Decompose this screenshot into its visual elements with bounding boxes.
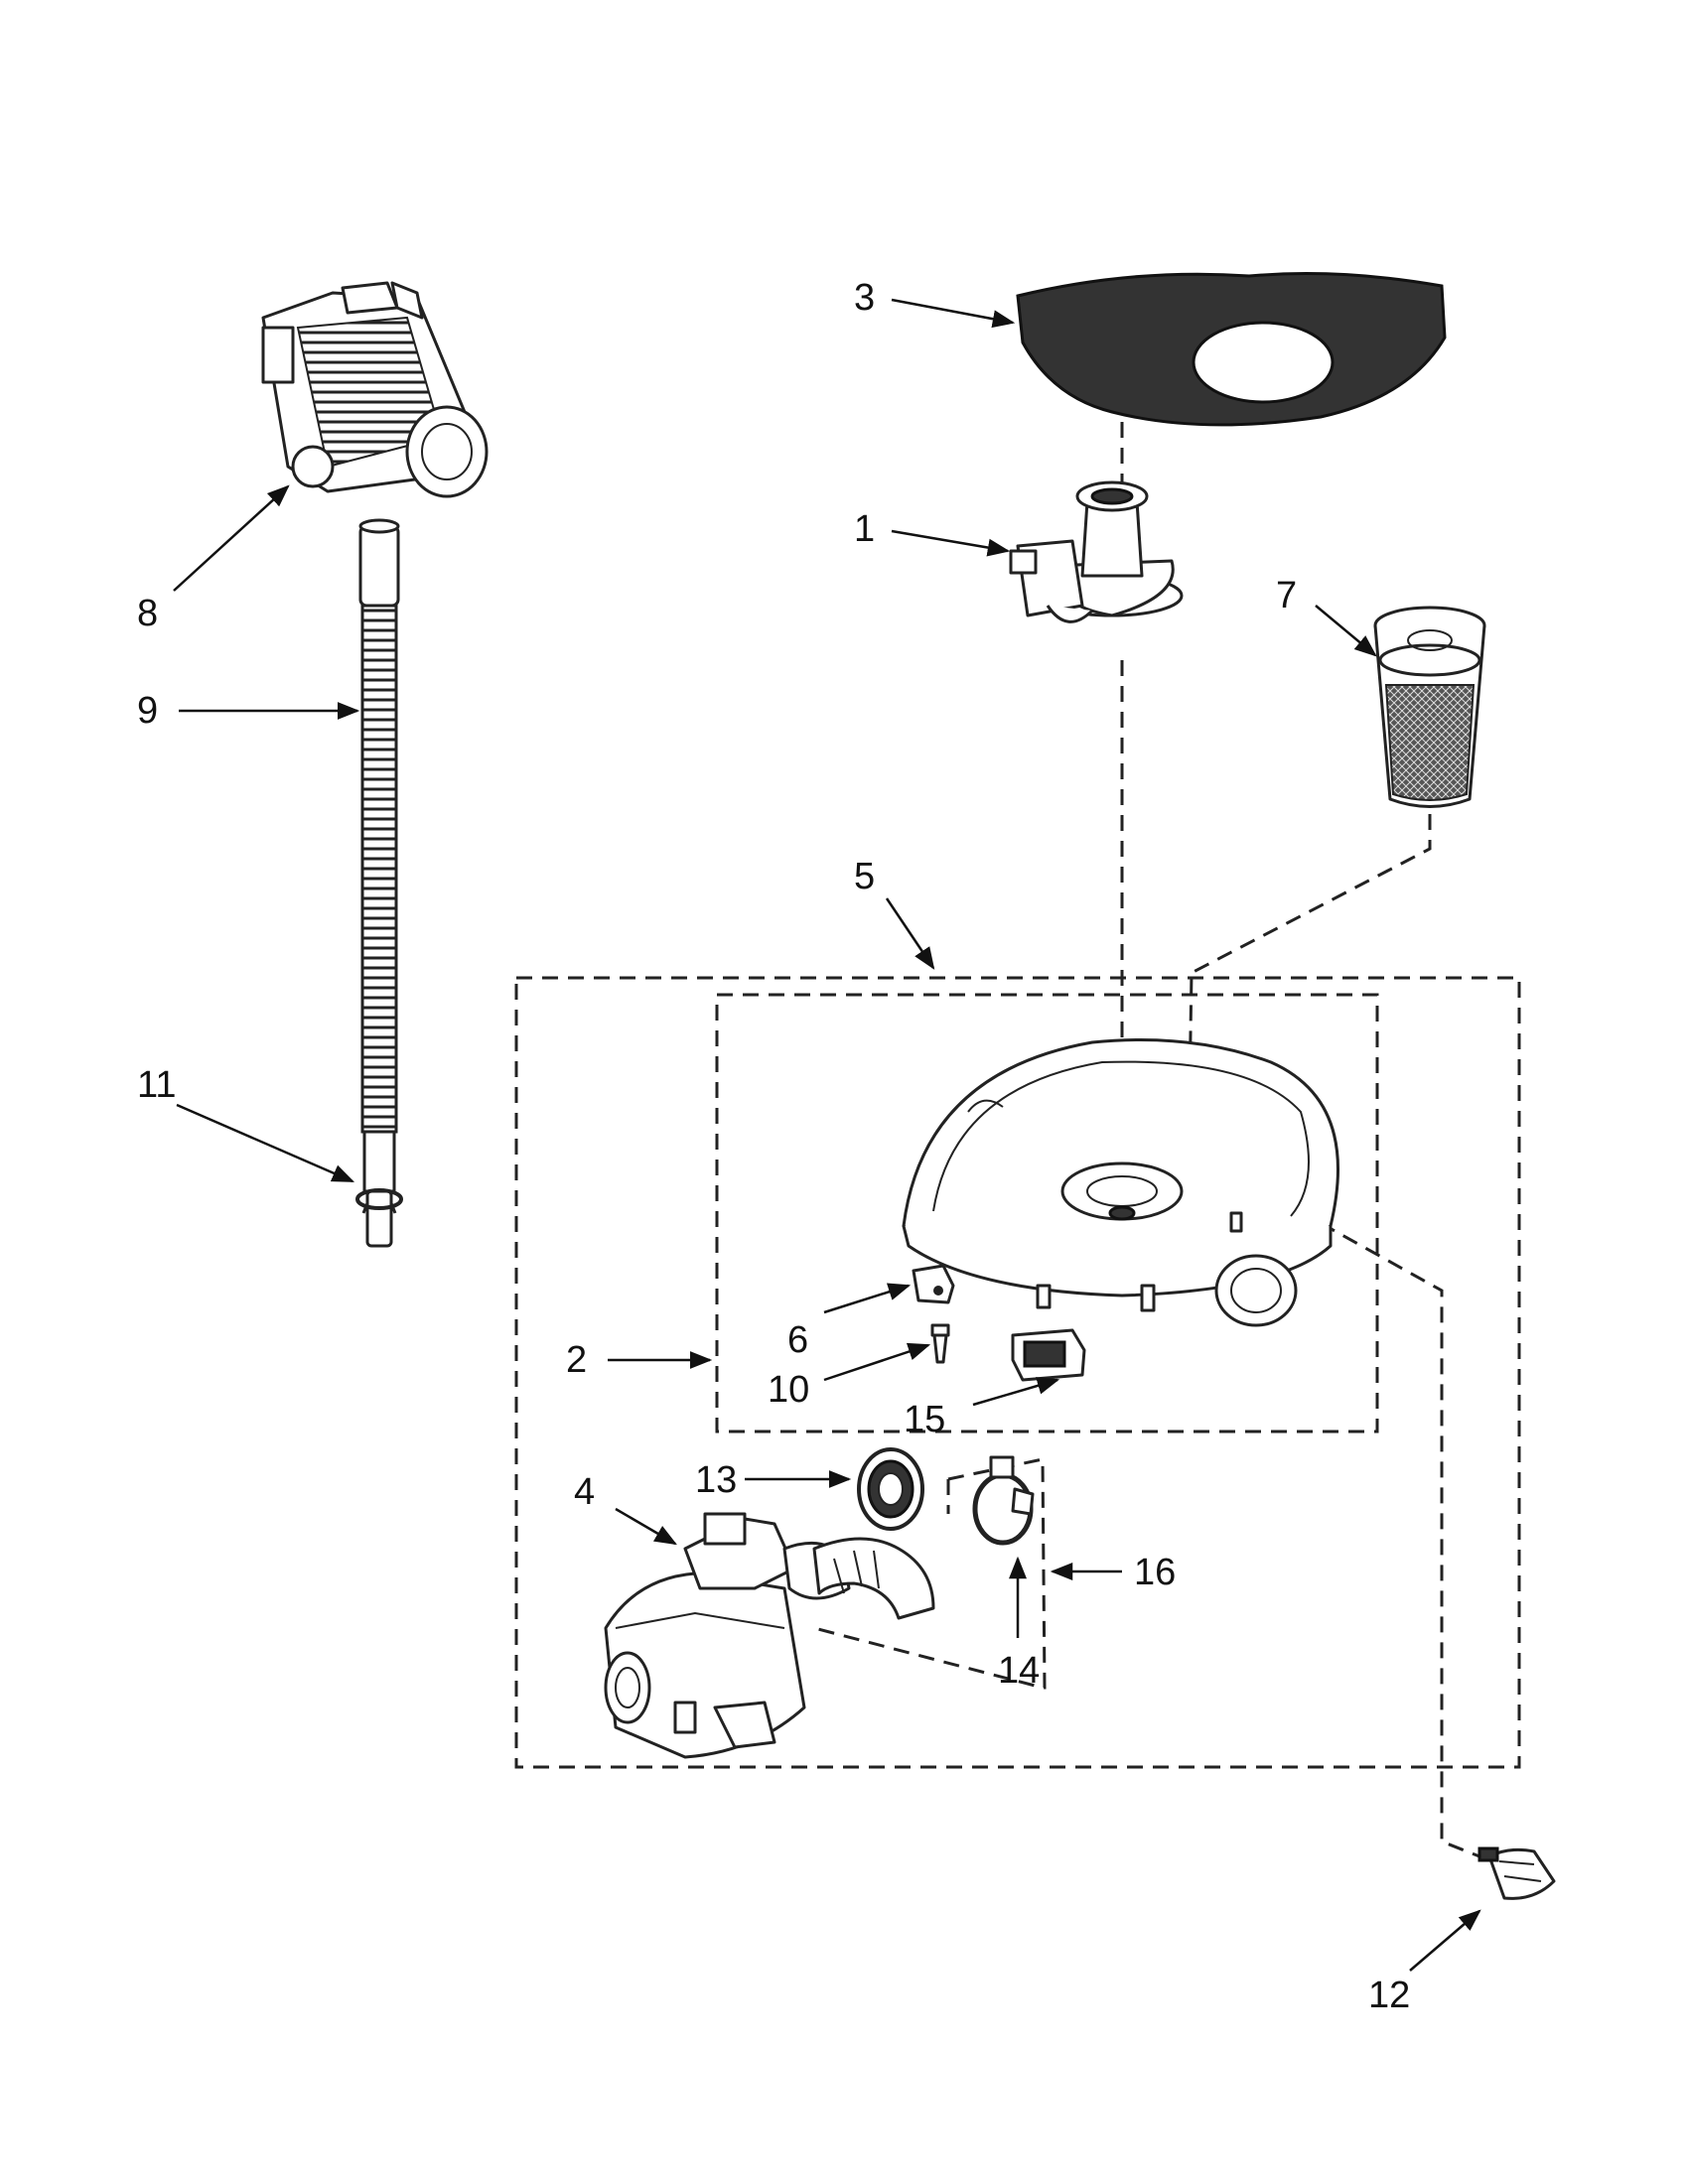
callout-3: 3 [854,277,875,319]
assembly-2-boundary [715,993,1379,1433]
part-2-sump [902,1038,1339,1327]
callout-9: 9 [137,690,158,732]
callout-12: 12 [1368,1975,1410,2016]
part-pump-elbow [812,1537,935,1620]
part-15-grommet [1011,1328,1086,1382]
callout-1: 1 [854,508,875,550]
part-1-diverter [1009,480,1184,623]
callout-11: 11 [137,1064,176,1106]
part-10-screw [930,1323,950,1364]
callout-14: 14 [998,1650,1040,1692]
callout-2: 2 [566,1339,587,1381]
callout-4: 4 [574,1471,595,1513]
leader-arrows [173,298,1481,1972]
part-3-filter [1016,272,1447,427]
part-7-filter-cup [1373,606,1486,808]
part-8-drain-pump [261,281,489,498]
callout-6: 6 [787,1319,808,1361]
part-14-hose-clamp [972,1455,1035,1546]
part-6-bracket [912,1264,955,1304]
callout-8: 8 [137,593,158,634]
assembly-5-boundary [514,976,1521,1769]
callout-labels: 3 1 7 8 9 11 5 2 6 10 15 4 13 14 16 12 [137,277,1410,2016]
part-9-drain-hose [358,518,400,1248]
part-4-pump-motor [604,1512,851,1759]
part-11-clamp [355,1188,403,1214]
callout-10: 10 [768,1369,809,1411]
callout-15: 15 [904,1399,945,1440]
callout-7: 7 [1276,575,1297,616]
part-12-sensor [1477,1846,1556,1900]
part-13-seal [857,1447,924,1531]
callout-5: 5 [854,856,875,897]
callout-16: 16 [1134,1552,1176,1593]
callout-13: 13 [695,1459,737,1501]
